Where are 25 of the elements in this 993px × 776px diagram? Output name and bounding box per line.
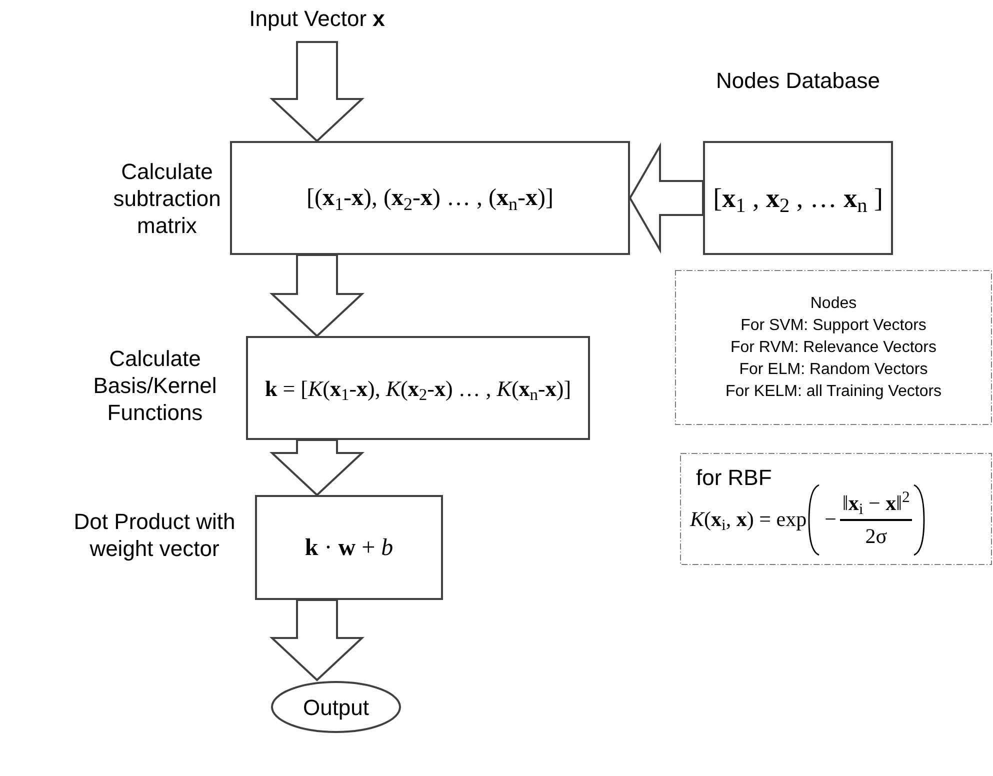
formula-text: k · w + b bbox=[304, 534, 394, 562]
note-line: For KELM: all Training Vectors bbox=[725, 382, 942, 402]
database-heading: Nodes Database bbox=[715, 67, 881, 95]
input-label: Input Vector x bbox=[249, 5, 385, 33]
block-arrow bbox=[628, 142, 704, 254]
note-heading: Nodes bbox=[810, 294, 857, 314]
output-label: Output bbox=[302, 694, 370, 722]
fraction-denominator: 2σ bbox=[865, 522, 888, 550]
step-label: Dot Product with weight vector bbox=[74, 509, 236, 561]
block-arrow bbox=[269, 254, 365, 338]
fraction-numerator: ‖x$_{i}$ − x‖$^{2}$ bbox=[841, 488, 911, 520]
formula-text: [(x$_{1}$-x), (x$_{2}$-x) … , (x$_{n}$-x)] bbox=[306, 184, 554, 216]
note-heading: for RBF bbox=[696, 464, 772, 492]
formula-text: k = [K(x$_{1}$-x), K(x$_{2}$-x) … , K(x$_{n}$-x)] bbox=[264, 374, 572, 404]
step-label: Calculate subtraction matrix bbox=[113, 159, 221, 238]
block-arrow bbox=[269, 41, 365, 142]
note-line: For RVM: Relevance Vectors bbox=[730, 338, 936, 358]
block-arrow bbox=[269, 439, 365, 496]
block-arrow bbox=[269, 599, 365, 682]
minus-sign: − bbox=[824, 506, 836, 534]
note-line: For ELM: Random Vectors bbox=[739, 360, 928, 380]
formula-text: K(x$_{i}$, x) = exp bbox=[690, 506, 807, 536]
formula-text: [x$_{1}$ , x$_{2}$ , … x$_{n}$ ] bbox=[713, 182, 883, 218]
step-label: Calculate Basis/Kernel Functions bbox=[93, 346, 217, 425]
note-line: For SVM: Support Vectors bbox=[740, 316, 926, 336]
